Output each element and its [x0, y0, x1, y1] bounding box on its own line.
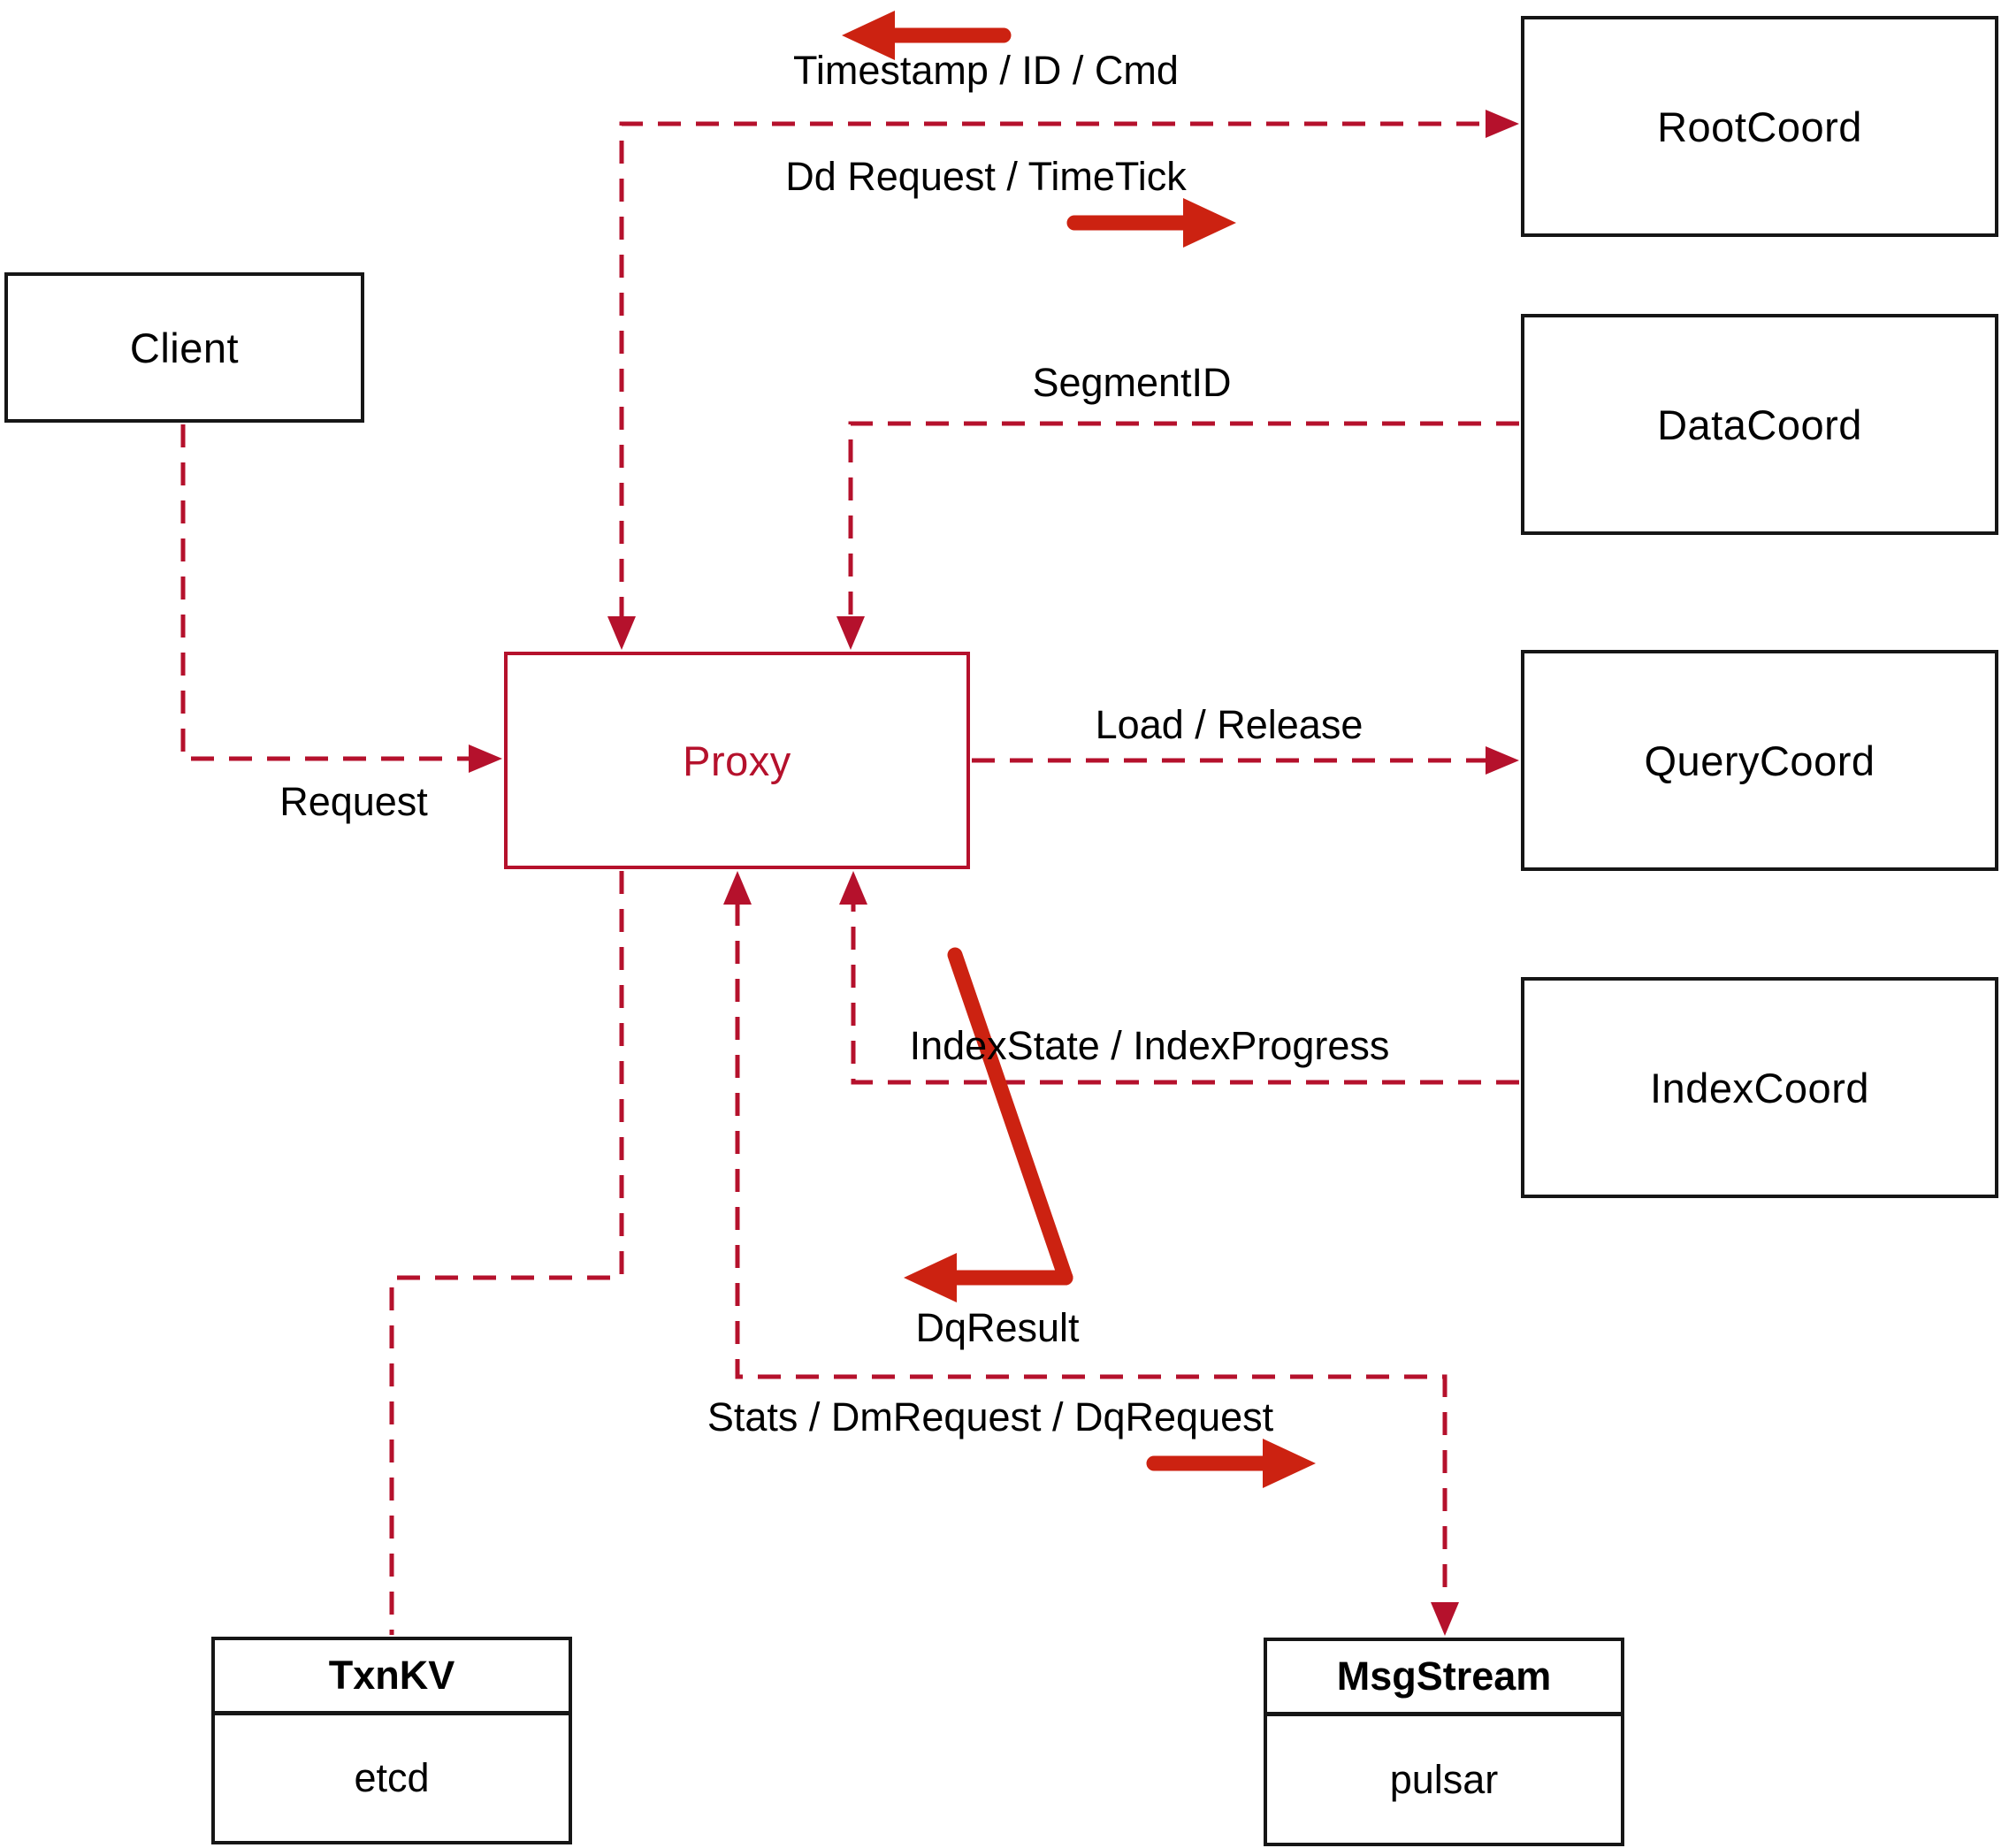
- client-label: Client: [129, 324, 240, 371]
- proxy-node: Proxy: [504, 652, 970, 869]
- arrowhead-into-proxy-bottom-left: [723, 871, 752, 905]
- edge-label-segmentid: SegmentID: [1032, 360, 1232, 405]
- right-arrow-icon: [1066, 198, 1236, 248]
- edge-label-load-release: Load / Release: [1095, 702, 1364, 747]
- edge-datacoord-proxy: [848, 421, 1519, 620]
- edge-client-proxy: [180, 424, 470, 761]
- edge-proxy-msgstream: [735, 903, 1448, 1604]
- msgstream-impl: pulsar: [1389, 1756, 1499, 1802]
- txnkv-title: TxnKV: [328, 1653, 455, 1698]
- arrowhead-into-msgstream: [1431, 1602, 1459, 1636]
- txnkv-impl: etcd: [354, 1755, 430, 1800]
- datacoord-node: DataCoord: [1521, 314, 1998, 535]
- edge-label-dd-request-timetick: Dd Request / TimeTick: [785, 154, 1187, 199]
- arrowhead-into-proxy-top-right: [836, 616, 865, 650]
- datacoord-label: DataCoord: [1657, 401, 1862, 448]
- indexcoord-node: IndexCoord: [1521, 977, 1998, 1198]
- edge-label-timestamp-id-cmd: Timestamp / ID / Cmd: [793, 48, 1179, 93]
- stats-right-arrow-icon: [1146, 1439, 1316, 1488]
- rootcoord-node: RootCoord: [1521, 16, 1998, 237]
- edge-label-request: Request: [279, 779, 428, 824]
- rootcoord-label: RootCoord: [1657, 103, 1862, 150]
- edge-label-indexstate-indexprogress: IndexState / IndexProgress: [909, 1023, 1390, 1068]
- edge-proxy-txnkv: [389, 871, 624, 1635]
- edge-label-dqresult: DqResult: [915, 1305, 1080, 1350]
- indexcoord-label: IndexCoord: [1650, 1064, 1869, 1111]
- txnkv-node: TxnKV etcd: [211, 1637, 572, 1844]
- arrowhead-into-querycoord: [1486, 746, 1519, 775]
- msgstream-body: pulsar: [1267, 1716, 1621, 1843]
- arrowhead-into-rootcoord: [1486, 110, 1519, 138]
- dqresult-left-arrow-icon: [904, 947, 1073, 1302]
- arrowhead-into-proxy-bottom-right: [839, 871, 867, 905]
- txnkv-body: etcd: [215, 1715, 569, 1841]
- arrowhead-into-proxy-top-left: [607, 616, 636, 650]
- msgstream-node: MsgStream pulsar: [1264, 1638, 1624, 1846]
- edge-label-stats-dmrequest-dqrequest: Stats / DmRequest / DqRequest: [707, 1394, 1274, 1439]
- querycoord-label: QueryCoord: [1644, 737, 1875, 784]
- arrowhead-into-proxy-left: [469, 745, 502, 773]
- txnkv-header: TxnKV: [215, 1640, 569, 1715]
- querycoord-node: QueryCoord: [1521, 650, 1998, 871]
- msgstream-title: MsgStream: [1336, 1653, 1552, 1699]
- msgstream-header: MsgStream: [1267, 1641, 1621, 1716]
- client-node: Client: [4, 272, 364, 423]
- proxy-label: Proxy: [683, 737, 791, 784]
